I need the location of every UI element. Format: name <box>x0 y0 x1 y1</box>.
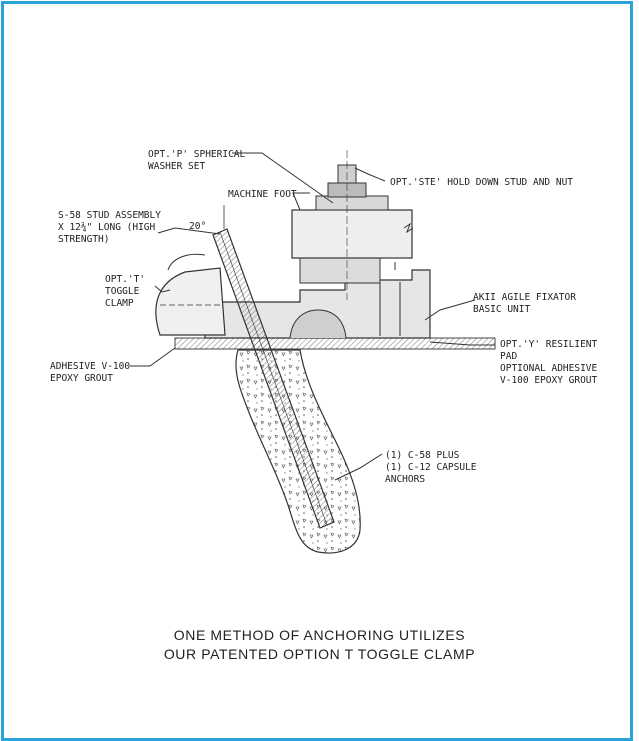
label-washer-1: OPT.'P' SPHERICAL <box>148 149 246 160</box>
label-toggle-3: CLAMP <box>105 298 134 309</box>
toggle-clamp <box>155 253 226 336</box>
label-toggle-1: OPT.'T' <box>105 274 145 285</box>
label-anchors-3: ANCHORS <box>385 474 425 485</box>
label-pad-2: PAD <box>500 351 517 362</box>
label-toggle-2: TOGGLE <box>105 286 140 297</box>
caption-line-1: ONE METHOD OF ANCHORING UTILIZES <box>173 627 466 643</box>
label-washer-2: WASHER SET <box>148 161 205 172</box>
label-pad-1: OPT.'Y' RESILIENT <box>500 339 598 350</box>
label-fixator-2: BASIC UNIT <box>473 304 530 315</box>
caption-line-2: OUR PATENTED OPTION T TOGGLE CLAMP <box>163 646 476 662</box>
label-adhesive-1: ADHESIVE V-100 <box>50 361 130 372</box>
fixator-unit <box>204 254 431 339</box>
labels: OPT.'P' SPHERICAL WASHER SET OPT.'STE' H… <box>50 149 598 485</box>
label-anchors-2: (1) C-12 CAPSULE <box>385 462 477 473</box>
label-stud-1: S-58 STUD ASSEMBLY <box>58 210 161 221</box>
label-fixator-1: AKII AGILE FIXATOR <box>473 292 576 303</box>
label-machine-foot: MACHINE FOOT <box>228 189 297 200</box>
label-stud-3: STRENGTH) <box>58 234 109 245</box>
label-stud-2: X 12¾" LONG (HIGH <box>58 222 156 233</box>
machine-foot <box>291 195 414 259</box>
label-anchors-1: (1) C-58 PLUS <box>385 450 460 461</box>
leader-lines <box>130 152 495 481</box>
hold-down-stud <box>327 150 367 300</box>
label-holddown: OPT.'STE' HOLD DOWN STUD AND NUT <box>390 177 573 188</box>
label-angle: 20° <box>189 221 206 232</box>
label-adhesive-2: EPOXY GROUT <box>50 373 113 384</box>
label-pad-4: V-100 EPOXY GROUT <box>500 375 598 386</box>
s58-stud <box>212 205 335 529</box>
label-pad-3: OPTIONAL ADHESIVE <box>500 363 598 374</box>
